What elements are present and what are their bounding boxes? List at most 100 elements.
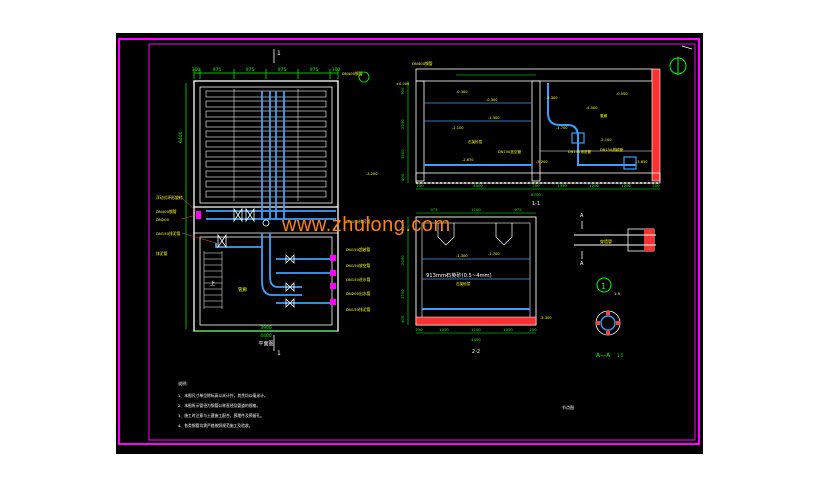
plan-top-right-label: DN400钢管 <box>342 71 363 76</box>
s11-label-0: 石英砂层 <box>468 139 483 144</box>
s22-dim-total: 4400 <box>471 337 481 342</box>
plan-dim-top-2: 975 <box>246 67 255 73</box>
plan-stair <box>203 251 223 309</box>
detail-a-label: 穿墙管 <box>600 238 612 244</box>
outer-border <box>118 38 700 445</box>
s11-dim-bottom-6: 250 <box>652 183 660 188</box>
plan-dim-top-0: 300 <box>192 67 201 73</box>
plan-view: 300 975 975 975 975 300 1 1 6400 <box>156 49 371 357</box>
s11-dim-bottom-2: 250 <box>532 183 540 188</box>
s11-elev-13: -3.850 <box>636 160 648 164</box>
detail-1: 1 1:5 A—A 1:5 <box>595 277 624 359</box>
plan-filter-laterals <box>205 90 327 198</box>
s11-dim-left-2: 1500 <box>400 149 405 159</box>
notes-item-2: 2、本图所示管径为钢管公称直径及管道的规格。 <box>178 403 260 408</box>
s11-elev-3: -1.300 <box>488 116 500 120</box>
plan-left-label-2: DN200 <box>156 217 170 222</box>
plan-right-label-1: DN150超越管 <box>346 247 371 252</box>
detail-1-flange-marks <box>596 311 620 335</box>
detail-1-scale: 1:5 <box>614 291 621 296</box>
detail-1-bubble <box>596 277 612 293</box>
s22-dim-left-3: 400 <box>400 315 405 323</box>
s22-dim-bottom-0: 250 <box>415 327 423 332</box>
s11-elev-7: -3.300 <box>546 96 558 100</box>
top-right-mark <box>681 45 693 50</box>
s11-dim-bottom-5: 1200 <box>621 183 631 188</box>
s22-elev-2: -3.300 <box>540 316 552 320</box>
inner-border <box>148 43 696 441</box>
s11-elev-6: -3.200 <box>366 172 378 176</box>
s11-dim-left-1: 2200 <box>400 119 405 129</box>
s11-elev-10: -1.700 <box>556 126 568 130</box>
s11-right-wall <box>651 68 661 182</box>
plan-room-label: 管廊 <box>238 286 247 293</box>
s22-media-label: 913mm石英砂(0.5~4mm) <box>426 271 492 279</box>
notes-block: 说明: 1、本图尺寸单位除标高以米计外，其余均以毫米计。 2、本图所示管径为钢管… <box>178 380 574 428</box>
s11-dim-total: 8700 <box>531 192 541 197</box>
s22-dim-bottom-1: 1050 <box>439 327 449 332</box>
s22-dim-bottom-2: 1100 <box>471 327 481 332</box>
plan-section-marker-top: 1 <box>277 50 281 57</box>
plan-right-label-0: DN150排污管 <box>346 219 371 224</box>
plan-dim-bottom-total: 4400 <box>260 333 272 339</box>
plan-valves <box>217 207 295 308</box>
s11-elev-5: -2.670 <box>462 158 474 162</box>
notes-title: 说明: <box>178 380 188 387</box>
cad-drawing-sheet: 300 975 975 975 975 300 1 1 6400 <box>116 33 703 454</box>
s22-elev-0: -1.300 <box>456 254 468 258</box>
drawing-canvas: 300 975 975 975 975 300 1 1 6400 <box>118 38 700 445</box>
s11-label-3: DN150排泥管 <box>568 149 592 154</box>
detail-a: A A 穿墙管 <box>574 213 656 267</box>
plan-left-label-1: DN400钢管 <box>156 209 177 214</box>
plan-left-label-3: DN150排泥管 <box>156 231 181 236</box>
s11-top-label: DN400钢管 <box>412 61 433 66</box>
s22-media-sub: 石英砂层 <box>456 281 471 286</box>
s11-left-wall <box>415 80 425 182</box>
s11-mid-wall <box>531 80 541 182</box>
s22-troughs <box>437 223 513 246</box>
s22-dim-top-1: 1100 <box>471 207 481 212</box>
s22-bottom-slab <box>415 316 537 326</box>
s11-dim-bottom-1: 4000 <box>473 183 483 188</box>
plan-section-marker-bottom: 1 <box>277 350 281 357</box>
detail-a-section-scale: 1:5 <box>617 353 624 358</box>
detail-a-section-title: A—A <box>596 352 611 359</box>
s11-dim-left-0: 700 <box>400 87 405 95</box>
plan-dim-left: 6400 <box>178 131 184 143</box>
s11-bottom-slab <box>415 172 661 184</box>
plan-gallery-inner <box>199 236 333 326</box>
plan-left-label-4: 排泥管 <box>156 251 168 256</box>
plan-left-leaders <box>181 197 217 244</box>
section-1-1: DN400钢管 ±0.000 -0.300 -0.300 -1.300 -2.1… <box>366 61 661 207</box>
plan-dim-top-5: 300 <box>332 67 341 73</box>
s11-elev-11: -2.100 <box>600 138 612 142</box>
plan-dim-top-4: 975 <box>310 67 319 73</box>
s11-valve-2 <box>623 156 637 170</box>
s11-elev-12: -3.200 <box>536 160 548 164</box>
plan-right-label-3: DN150进水管 <box>346 277 371 282</box>
s11-valve-1 <box>571 132 585 144</box>
plan-dim-bottom-sub: 3900 <box>260 325 272 331</box>
plan-right-label-2: DN150放空管 <box>346 263 371 268</box>
plan-stair-label: 上 <box>210 280 215 287</box>
s11-elev-9: -4.500 <box>586 106 598 110</box>
s11-label-2: DN150放空管 <box>498 149 522 154</box>
plan-main-pipe <box>206 210 336 304</box>
s11-elev-4: -2.100 <box>452 126 464 130</box>
s11-label-1: 管廊 <box>600 113 608 118</box>
plan-dim-top-1: 975 <box>213 67 222 73</box>
notes-stamp: 节点图 <box>562 404 574 410</box>
notes-item-3: 3、施工时注意与土建施工配合，预埋件及预留孔。 <box>178 413 264 418</box>
plan-right-label-5: DN150排泥管 <box>346 307 371 312</box>
s22-dim-bottom-3: 1050 <box>503 327 513 332</box>
plan-left-label-0: 浮动式环形旋转 <box>156 195 183 200</box>
s22-title: 2-2 <box>472 349 480 355</box>
s11-dim-bottom-3: 1350 <box>557 183 567 188</box>
detail-a-marker-bottom: A <box>580 261 584 267</box>
watermark: www.zhulong.com <box>281 214 451 236</box>
plan-pipe-headers <box>261 91 285 219</box>
detail-1-ring-inner <box>600 315 616 331</box>
s11-dim-bottom-0: 250 <box>416 183 424 188</box>
s22-dim-top-0: 975 <box>430 207 438 212</box>
plan-dim-top-ticks <box>193 69 339 79</box>
